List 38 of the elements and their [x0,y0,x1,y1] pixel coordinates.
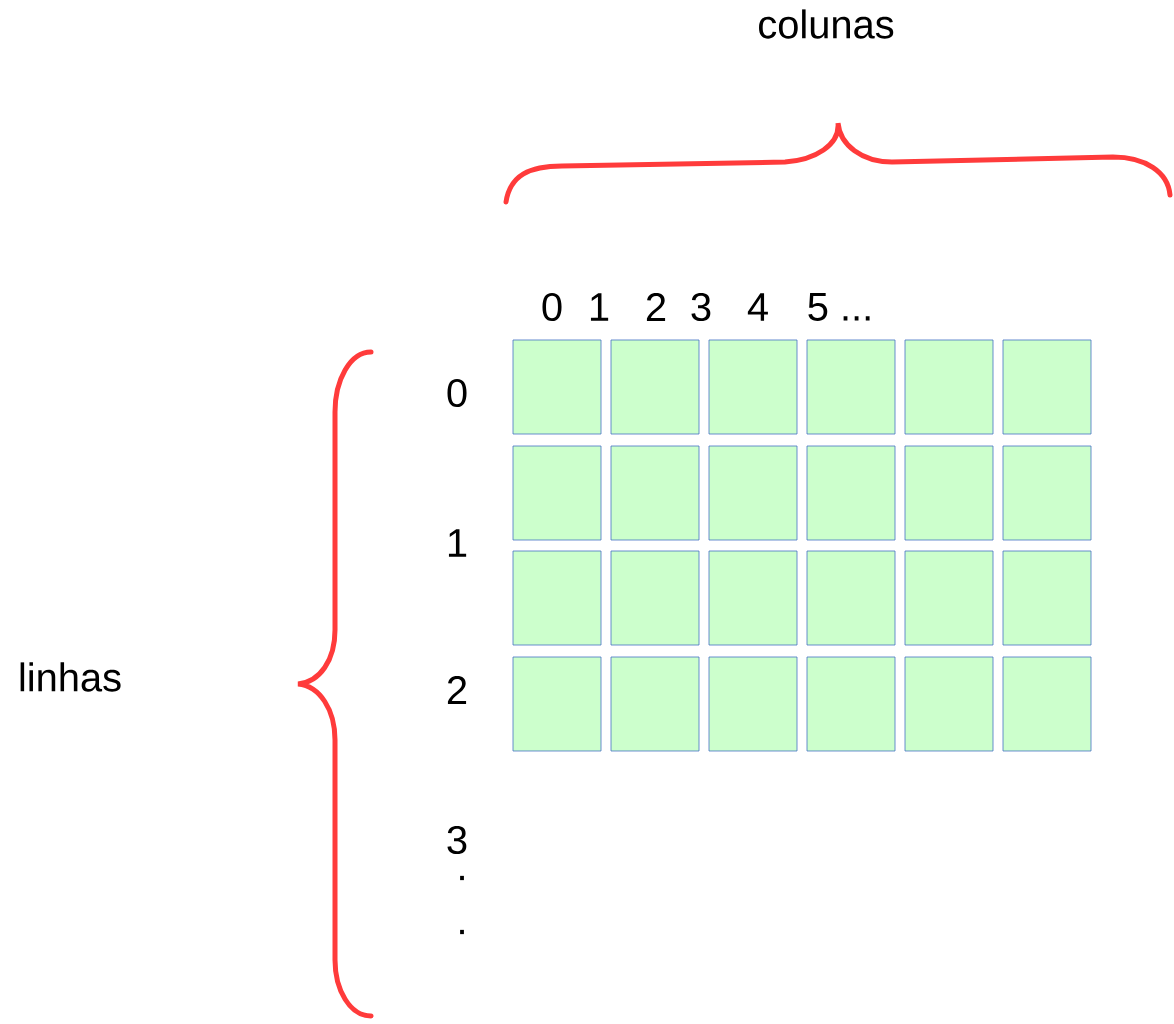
grid-cell [806,656,896,752]
ellipsis-dot: . [460,929,464,935]
grid-cell [806,550,896,646]
row-number: 0 [447,378,467,408]
row-number: 2 [447,676,467,704]
column-number: 3 [691,292,711,322]
grid-cell [904,339,994,435]
grid-cell [512,339,602,435]
grid-cell [708,339,798,435]
grid-cell [806,339,896,435]
grid-cell [708,656,798,752]
grid-cell [806,445,896,541]
grid-cell [904,445,994,541]
column-number: 0 [542,292,562,322]
grid-cell [708,550,798,646]
grid-cell [610,550,700,646]
column-number: 2 [646,293,666,321]
grid-cell [512,445,602,541]
grid-cell [512,550,602,646]
grid-cell [904,550,994,646]
grid-cell [610,656,700,752]
grid-cell [1002,339,1092,435]
grid-cell [512,656,602,752]
ellipsis-dot: . [460,875,464,881]
row-number: 1 [448,529,467,557]
axis-label: colunas [759,9,894,39]
grid-cell [904,656,994,752]
row-number: 3 [447,825,467,855]
grid-cell [1002,445,1092,541]
grid-cell [1002,550,1092,646]
axis-label: linhas [20,662,121,692]
grid-cell [708,445,798,541]
column-number: 5 ... [808,293,870,321]
column-number: 4 [747,293,768,321]
column-number: 1 [590,293,609,321]
grid-cell [610,339,700,435]
grid-cell [610,445,700,541]
grid-cell [1002,656,1092,752]
